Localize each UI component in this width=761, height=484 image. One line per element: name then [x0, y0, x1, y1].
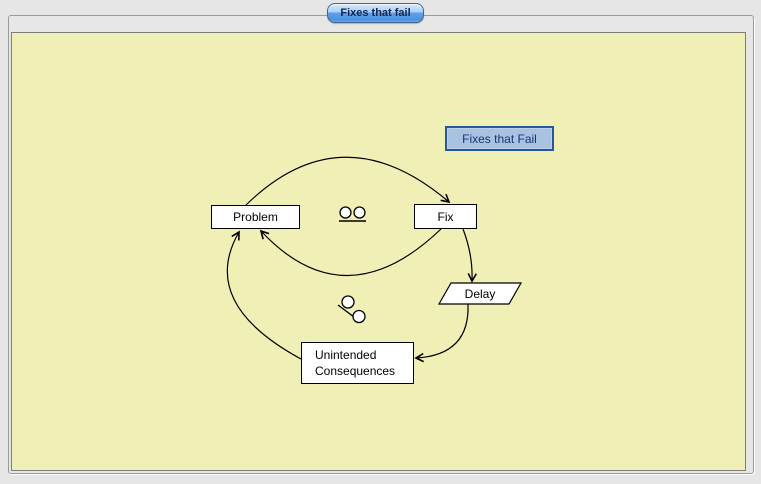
node-unintended-consequences-label-line2: Consequences: [315, 364, 396, 378]
node-fix[interactable]: Fix: [414, 204, 477, 229]
connection-problem-to-fix[interactable]: [245, 156, 451, 206]
node-delay-label: Delay: [464, 286, 496, 301]
node-fix-label: Fix: [437, 209, 454, 224]
node-problem[interactable]: Problem: [211, 205, 300, 229]
two-circles-diagonal-link-icon[interactable]: [337, 295, 366, 324]
tab-fixes-that-fail[interactable]: Fixes that fail: [327, 3, 424, 23]
connection-fix-to-delay[interactable]: [462, 228, 478, 283]
delay-node-shape[interactable]: [437, 282, 523, 305]
diagram-canvas[interactable]: Fixes that Fail Problem Fix Unintended C…: [11, 32, 746, 471]
diagram-title-box[interactable]: Fixes that Fail: [445, 126, 554, 151]
diagram-layer: [226, 156, 523, 363]
node-unintended-consequences-label-line1: Unintended: [315, 348, 377, 362]
node-delay[interactable]: Delay: [447, 283, 513, 304]
connection-fix-to-problem[interactable]: [259, 228, 442, 277]
tab-label: Fixes that fail: [340, 7, 411, 19]
two-circles-over-line-icon[interactable]: [339, 206, 366, 222]
connection-delay-to-unintended-consequences[interactable]: [414, 303, 469, 363]
diagram-title-label: Fixes that Fail: [462, 131, 537, 146]
connection-unintended-consequences-to-problem[interactable]: [226, 230, 302, 360]
node-problem-label: Problem: [233, 210, 278, 224]
node-unintended-consequences[interactable]: Unintended Consequences: [301, 342, 414, 384]
